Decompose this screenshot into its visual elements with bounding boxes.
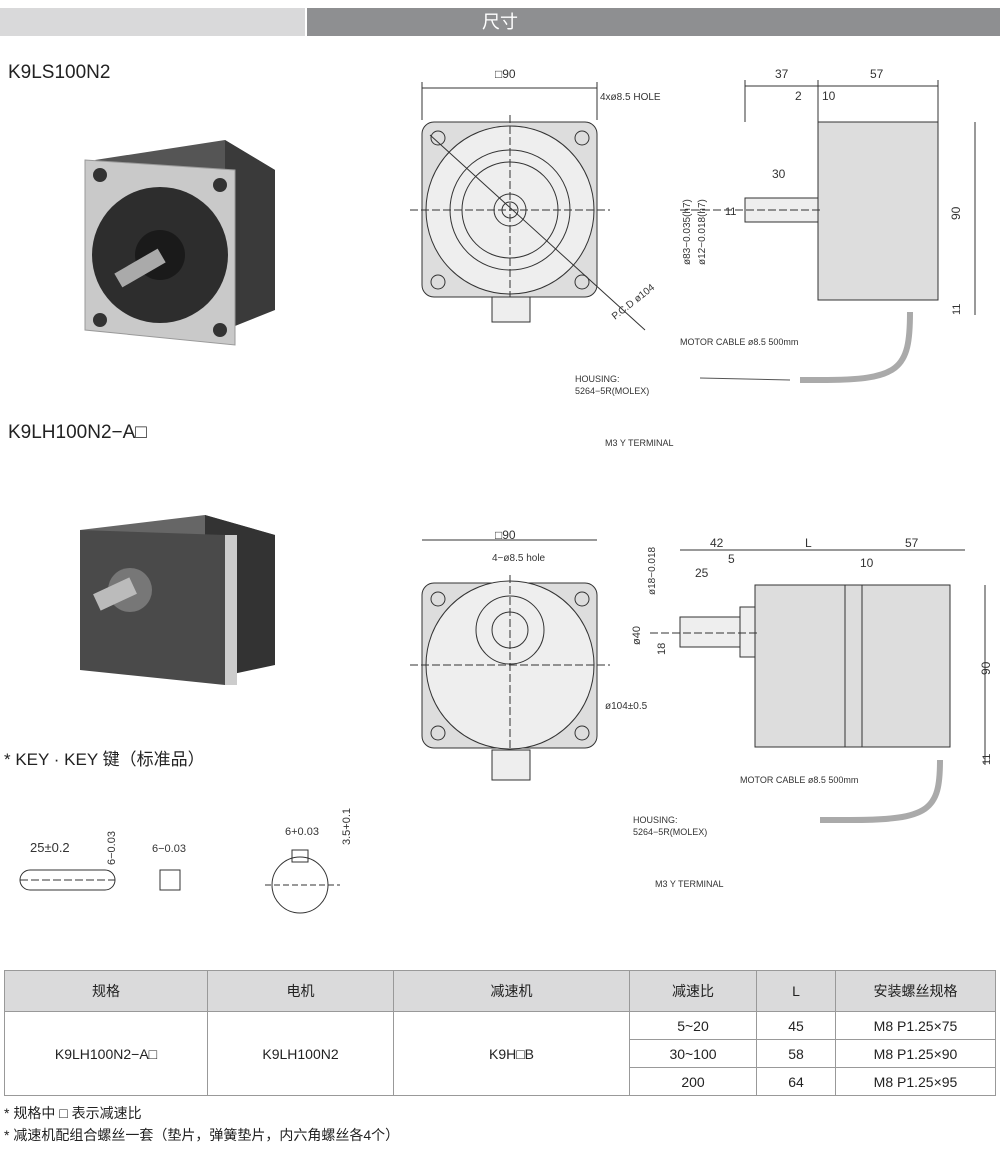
top-dim-30: 30 xyxy=(772,167,786,181)
cell-ratio: 200 xyxy=(629,1067,757,1096)
bottom-dia18: ø18−0.018 xyxy=(647,546,658,595)
cell-L: 64 xyxy=(756,1067,836,1096)
top-dim-11b: 11 xyxy=(951,304,963,315)
top-square-dim: □90 xyxy=(495,67,516,81)
bottom-dim-40: ø40 xyxy=(631,626,643,645)
header-left-block xyxy=(0,8,305,36)
bottom-dim-L: L xyxy=(805,536,812,550)
col-header-screw: 安装螺丝规格 xyxy=(835,970,996,1012)
bottom-terminal-label: M3 Y TERMINAL xyxy=(655,879,724,889)
col-header-spec: 规格 xyxy=(4,970,208,1012)
bottom-hole-dim: 4−ø8.5 hole xyxy=(492,553,546,564)
cell-L: 45 xyxy=(756,1011,836,1040)
top-dim-11a: 11 xyxy=(725,206,736,218)
bottom-dim-10: 10 xyxy=(860,556,874,570)
bottom-dia104: ø104±0.5 xyxy=(605,701,648,712)
key-dim-w3: 6+0.03 xyxy=(285,826,319,838)
bottom-dim-42: 42 xyxy=(710,536,724,550)
cell-L: 58 xyxy=(756,1039,836,1068)
bottom-square-dim: □90 xyxy=(495,528,516,542)
top-cable-label: MOTOR CABLE ø8.5 500mm xyxy=(680,337,798,347)
section-header: 尺寸 xyxy=(0,8,1000,36)
top-dia83: ø83−0.035(h7) xyxy=(682,199,693,265)
top-pcd-dim: P.C.D ø104 xyxy=(610,282,657,322)
col-header-gearbox: 减速机 xyxy=(393,970,630,1012)
key-dim-w2: 6−0.03 xyxy=(152,843,186,855)
bottom-dim-90: 90 xyxy=(979,661,993,675)
header-title-block: 尺寸 xyxy=(307,8,1000,36)
table-row: 30~100 58 M8 P1.25×90 xyxy=(5,1039,996,1068)
cell-ratio: 30~100 xyxy=(629,1039,757,1068)
top-housing-label-2: 5264−5R(MOLEX) xyxy=(575,386,649,396)
note-2: * 减速机配组合螺丝一套（垫片，弹簧垫片，内六角螺丝各4个） xyxy=(4,1127,400,1143)
col-header-ratio: 减速比 xyxy=(629,970,757,1012)
cell-gearbox: K9H□B xyxy=(393,1011,630,1096)
drawing-bottom: □90 4−ø8.5 hole ø104±0.5 42 L 57 25 5 10… xyxy=(410,528,993,889)
top-terminal-label: M3 Y TERMINAL xyxy=(605,438,674,448)
key-dim-h: 3.5+0.1 xyxy=(341,808,353,845)
bottom-dim-57: 57 xyxy=(905,536,919,550)
top-housing-label-1: HOUSING: xyxy=(575,374,620,384)
note-1: * 规格中 □ 表示减速比 xyxy=(4,1105,142,1121)
model-label-top: K9LS100N2 xyxy=(8,62,111,83)
table-row: K9LH100N2−A□ K9LH100N2 K9H□B 5~20 45 M8 … xyxy=(4,1011,996,1096)
top-dim-57: 57 xyxy=(870,67,884,81)
bottom-dim-18: 18 xyxy=(656,643,668,655)
bottom-dim-25: 25 xyxy=(695,566,709,580)
key-drawings: 25±0.2 6−0.03 6−0.03 6+0.03 3.5+0.1 xyxy=(19,808,353,914)
top-hole-dim: 4xø8.5 HOLE xyxy=(600,92,661,103)
bottom-dim-5: 5 xyxy=(728,552,735,566)
table-header-row: 规格 电机 减速机 减速比 L 安装螺丝规格 xyxy=(4,970,996,1012)
top-dim-10: 10 xyxy=(822,89,836,103)
motor-photo-bottom xyxy=(80,515,275,685)
bottom-dim-11: 11 xyxy=(981,754,993,765)
header-title: 尺寸 xyxy=(482,12,518,32)
key-label: * KEY · KEY 键（标准品） xyxy=(4,750,205,769)
spec-table: 规格 电机 减速机 减速比 L 安装螺丝规格 K9LH100N2−A□ K9LH… xyxy=(4,970,996,1096)
bottom-cable-label: MOTOR CABLE ø8.5 500mm xyxy=(740,775,858,785)
drawing-top: □90 4xø8.5 HOLE P.C.D ø104 37 57 2 10 30… xyxy=(410,67,976,448)
cell-ratio: 5~20 xyxy=(629,1011,757,1040)
motor-photo-top xyxy=(84,140,275,346)
cell-screw: M8 P1.25×95 xyxy=(835,1067,996,1096)
cell-screw: M8 P1.25×75 xyxy=(835,1011,996,1040)
table-row: 200 64 M8 P1.25×95 xyxy=(5,1067,996,1096)
cell-screw: M8 P1.25×90 xyxy=(835,1039,996,1068)
top-dim-37: 37 xyxy=(775,67,789,81)
col-header-L: L xyxy=(756,970,836,1012)
key-dim-w1: 6−0.03 xyxy=(106,831,118,865)
top-dim-90: 90 xyxy=(949,206,963,220)
top-dia12: ø12−0.018(h7) xyxy=(697,199,708,265)
top-dim-2: 2 xyxy=(795,89,802,103)
col-header-motor: 电机 xyxy=(207,970,394,1012)
bottom-housing-label-1: HOUSING: xyxy=(633,815,678,825)
key-dim-length: 25±0.2 xyxy=(30,840,70,855)
cell-spec: K9LH100N2−A□ xyxy=(4,1011,208,1096)
model-label-bottom: K9LH100N2−A□ xyxy=(8,422,147,443)
bottom-housing-label-2: 5264−5R(MOLEX) xyxy=(633,827,707,837)
cell-motor: K9LH100N2 xyxy=(207,1011,394,1096)
